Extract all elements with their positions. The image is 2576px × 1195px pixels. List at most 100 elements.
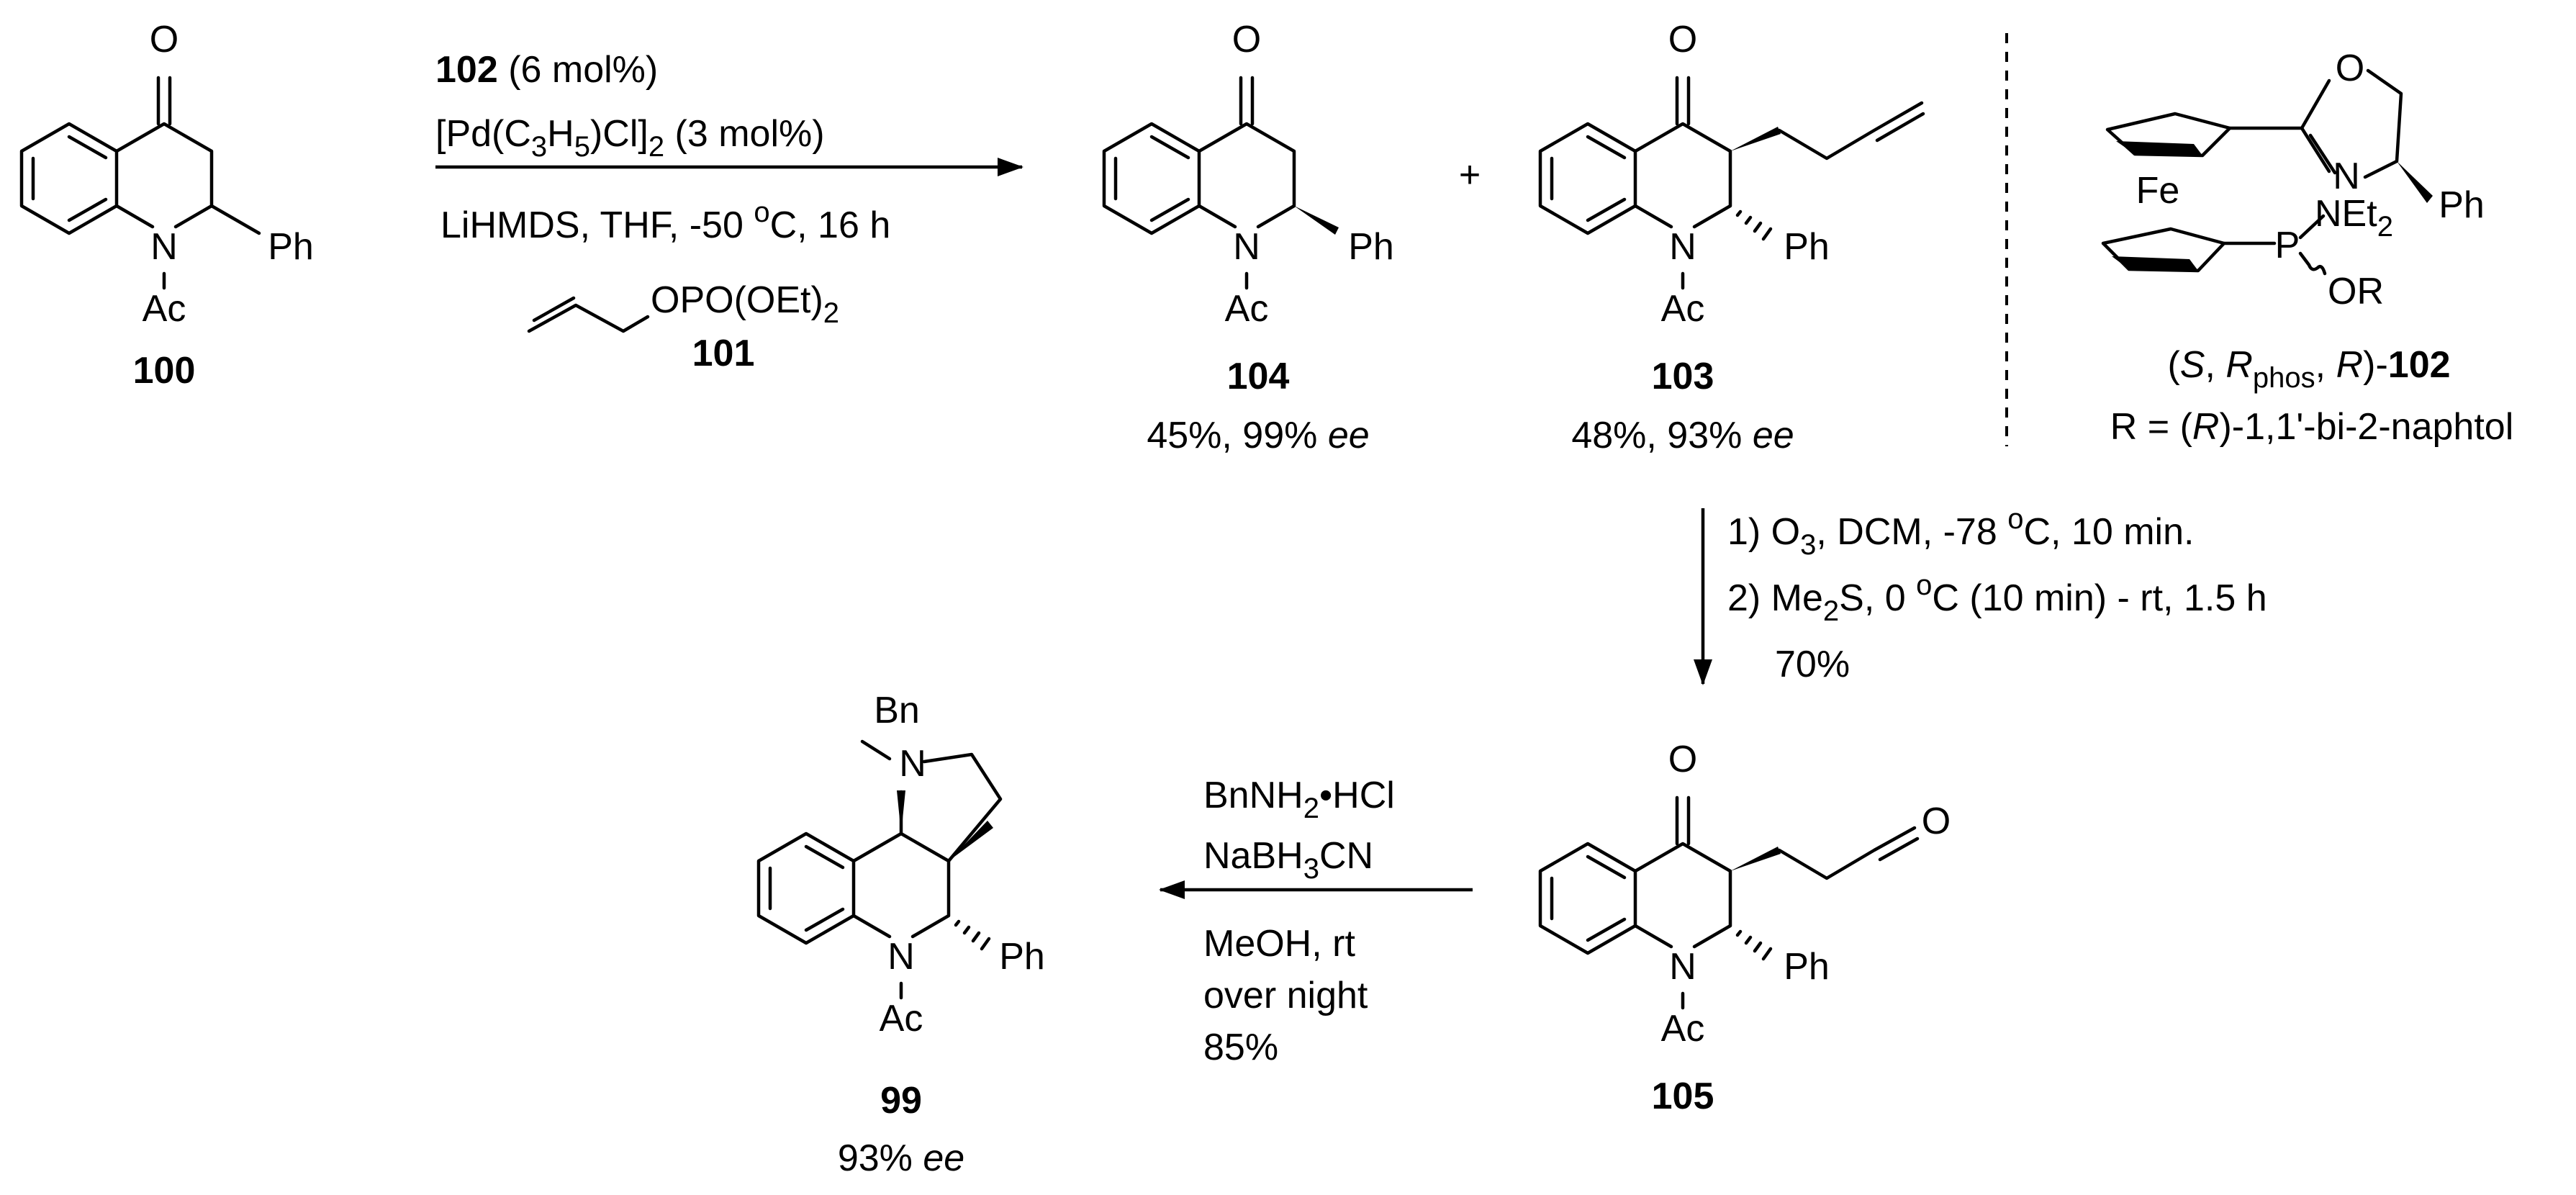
step2-yield: 70% [1775,644,1850,685]
step2-degree: o [1916,569,1932,601]
compound-103-phenyl: Ph [1784,226,1830,268]
step1-degree: o [754,197,769,228]
compound-99-ee: ee [923,1137,964,1179]
ligand-number: 102 [2388,344,2451,386]
compound-100-acetyl: Ac [143,288,186,330]
step2-line1-sub: 3 [1800,529,1816,561]
step3-line3: MeOH, rt [1203,923,1355,965]
compound-99-bonds [756,739,1003,1000]
step1-line3-part: C, 16 h [770,204,891,246]
reagent-101-formula-sub: 2 [823,297,839,329]
ligand-r-definition-r: R [2192,406,2220,448]
step3-line4: over night [1203,975,1368,1016]
ligand-diethylamino: NEt2 [2315,193,2393,243]
compound-103-number: 103 [1652,356,1714,397]
compound-105-bonds [1538,795,1920,1010]
step3-line2-part: NaBH [1203,835,1303,877]
ligand-descriptor-phos: phos [2253,362,2315,394]
compound-105-acetyl: Ac [1661,1008,1705,1050]
compound-103: O N Ph Ac 103 48%, 93% ee [1538,19,1925,456]
compound-99-yield: 93% ee [838,1137,964,1179]
compound-103-wedge-bond [1730,127,1781,151]
ligand-wedge-bond [2397,161,2433,203]
compound-104: O N Ph Ac 104 45%, 99% ee [1102,19,1394,456]
step1-line3-part: LiHMDS, THF, -50 [440,204,754,246]
compound-104-bonds [1102,76,1339,290]
compound-100-bonds [19,76,261,290]
compound-103-acetyl: Ac [1661,288,1705,330]
plus-sign: + [1459,154,1481,196]
ligand-descriptor-part: ( [2167,344,2180,386]
compound-99-benzyl: Bn [874,690,920,731]
step1-line3: LiHMDS, THF, -50 oC, 16 h [440,197,890,246]
compound-100-number: 100 [133,350,196,392]
step1-line2-sub: 5 [574,131,590,163]
step2-line2-part: 2) Me [1727,577,1823,619]
compound-104-yield-value: 45%, 99% [1147,415,1328,456]
step3-line1-sub: 2 [1303,793,1319,824]
step3-line1: BnNH2•HCl [1203,775,1395,824]
compound-99-pyrrolidine-nitrogen: N [899,743,926,785]
step3-conditions: BnNH2•HCl NaBH3CN MeOH, rt over night 85… [1159,775,1473,1068]
ligand-descriptor-s: S [2180,344,2205,386]
compound-105: O O N Ph Ac 105 [1538,739,1951,1117]
compound-99-acetyl: Ac [880,998,923,1040]
ligand-phenyl: Ph [2439,184,2485,226]
compound-104-wedge-bond [1294,206,1339,235]
ligand-descriptor-r: R [2225,344,2253,386]
compound-104-ee: ee [1328,415,1370,456]
reagent-101-formula: OPO(OEt)2 [651,279,839,329]
ligand-descriptor-part: )- [2363,344,2388,386]
compound-99-number: 99 [880,1080,922,1122]
compound-104-phenyl: Ph [1348,226,1394,268]
step2-line2-part: C (10 min) - rt, 1.5 h [1932,577,2267,619]
step1-conditions: 102 (6 mol%) [Pd(C3H5)Cl]2 (3 mol%) LiHM… [435,49,1023,374]
step2-conditions: 1) O3, DCM, -78 oC, 10 min. 2) Me2S, 0 o… [1694,503,2267,685]
reagent-101-formula-part: OPO(OEt) [651,279,823,321]
step1-line2: [Pd(C3H5)Cl]2 (3 mol%) [435,113,825,163]
step2-line1: 1) O3, DCM, -78 oC, 10 min. [1727,503,2194,561]
ligand-descriptor-part: , [2205,344,2225,386]
step1-line2-sub: 2 [648,131,664,163]
compound-104-nitrogen: N [1233,226,1260,268]
ligand-diethylamino-label: NEt [2315,193,2377,235]
ligand-iron: Fe [2136,170,2180,212]
step1-line2-part: H [547,113,574,155]
compound-103-ee: ee [1753,415,1794,456]
step2-line1-part: , DCM, -78 [1816,511,2007,553]
step1-line1: 102 (6 mol%) [435,49,658,91]
compound-99-phenyl: Ph [999,936,1045,978]
step2-degree: o [2007,503,2023,535]
compound-105-phenyl: Ph [1784,946,1830,988]
ligand-102-bonds [2101,68,2433,276]
step2-line1-part: C, 10 min. [2023,511,2194,553]
step3-line2: NaBH3CN [1203,835,1373,885]
ligand-102: O N Ph Fe P NEt2 OR (S, Rphos, R)-102 R … [2101,48,2513,448]
compound-99-quinoline-nitrogen: N [887,936,915,978]
compound-99: Bn N N Ph Ac 99 93% ee [756,690,1045,1179]
step1-catalyst-loading: (6 mol%) [498,49,658,91]
ligand-r-definition-part: R = ( [2110,406,2193,448]
compound-99-yield-value: 93% [838,1137,923,1179]
compound-99-wedge-bond-1 [897,790,905,834]
ligand-diethylamino-sub: 2 [2377,211,2393,243]
reagent-101: OPO(OEt)2 101 [527,279,839,374]
step2-line1-part: 1) O [1727,511,1800,553]
compound-104-number: 104 [1227,356,1290,397]
ligand-oxazoline-nitrogen: N [2333,155,2360,197]
step3-line1-part: BnNH [1203,775,1303,816]
compound-104-acetyl: Ac [1225,288,1269,330]
ligand-oxazoline-oxygen: O [2336,48,2364,89]
compound-103-nitrogen: N [1669,226,1696,268]
compound-105-wedge-bond [1730,847,1781,871]
ligand-phosphorus: P [2275,225,2300,266]
compound-105-nitrogen: N [1669,946,1696,988]
compound-104-yield: 45%, 99% ee [1147,415,1369,456]
step1-line2-sub: 3 [531,131,547,163]
compound-103-yield-value: 48%, 93% [1571,415,1753,456]
step2-line2-part: S, 0 [1839,577,1916,619]
step3-line1-part: •HCl [1319,775,1395,816]
compound-103-oxygen: O [1668,19,1697,60]
compound-100-phenyl: Ph [268,226,314,268]
